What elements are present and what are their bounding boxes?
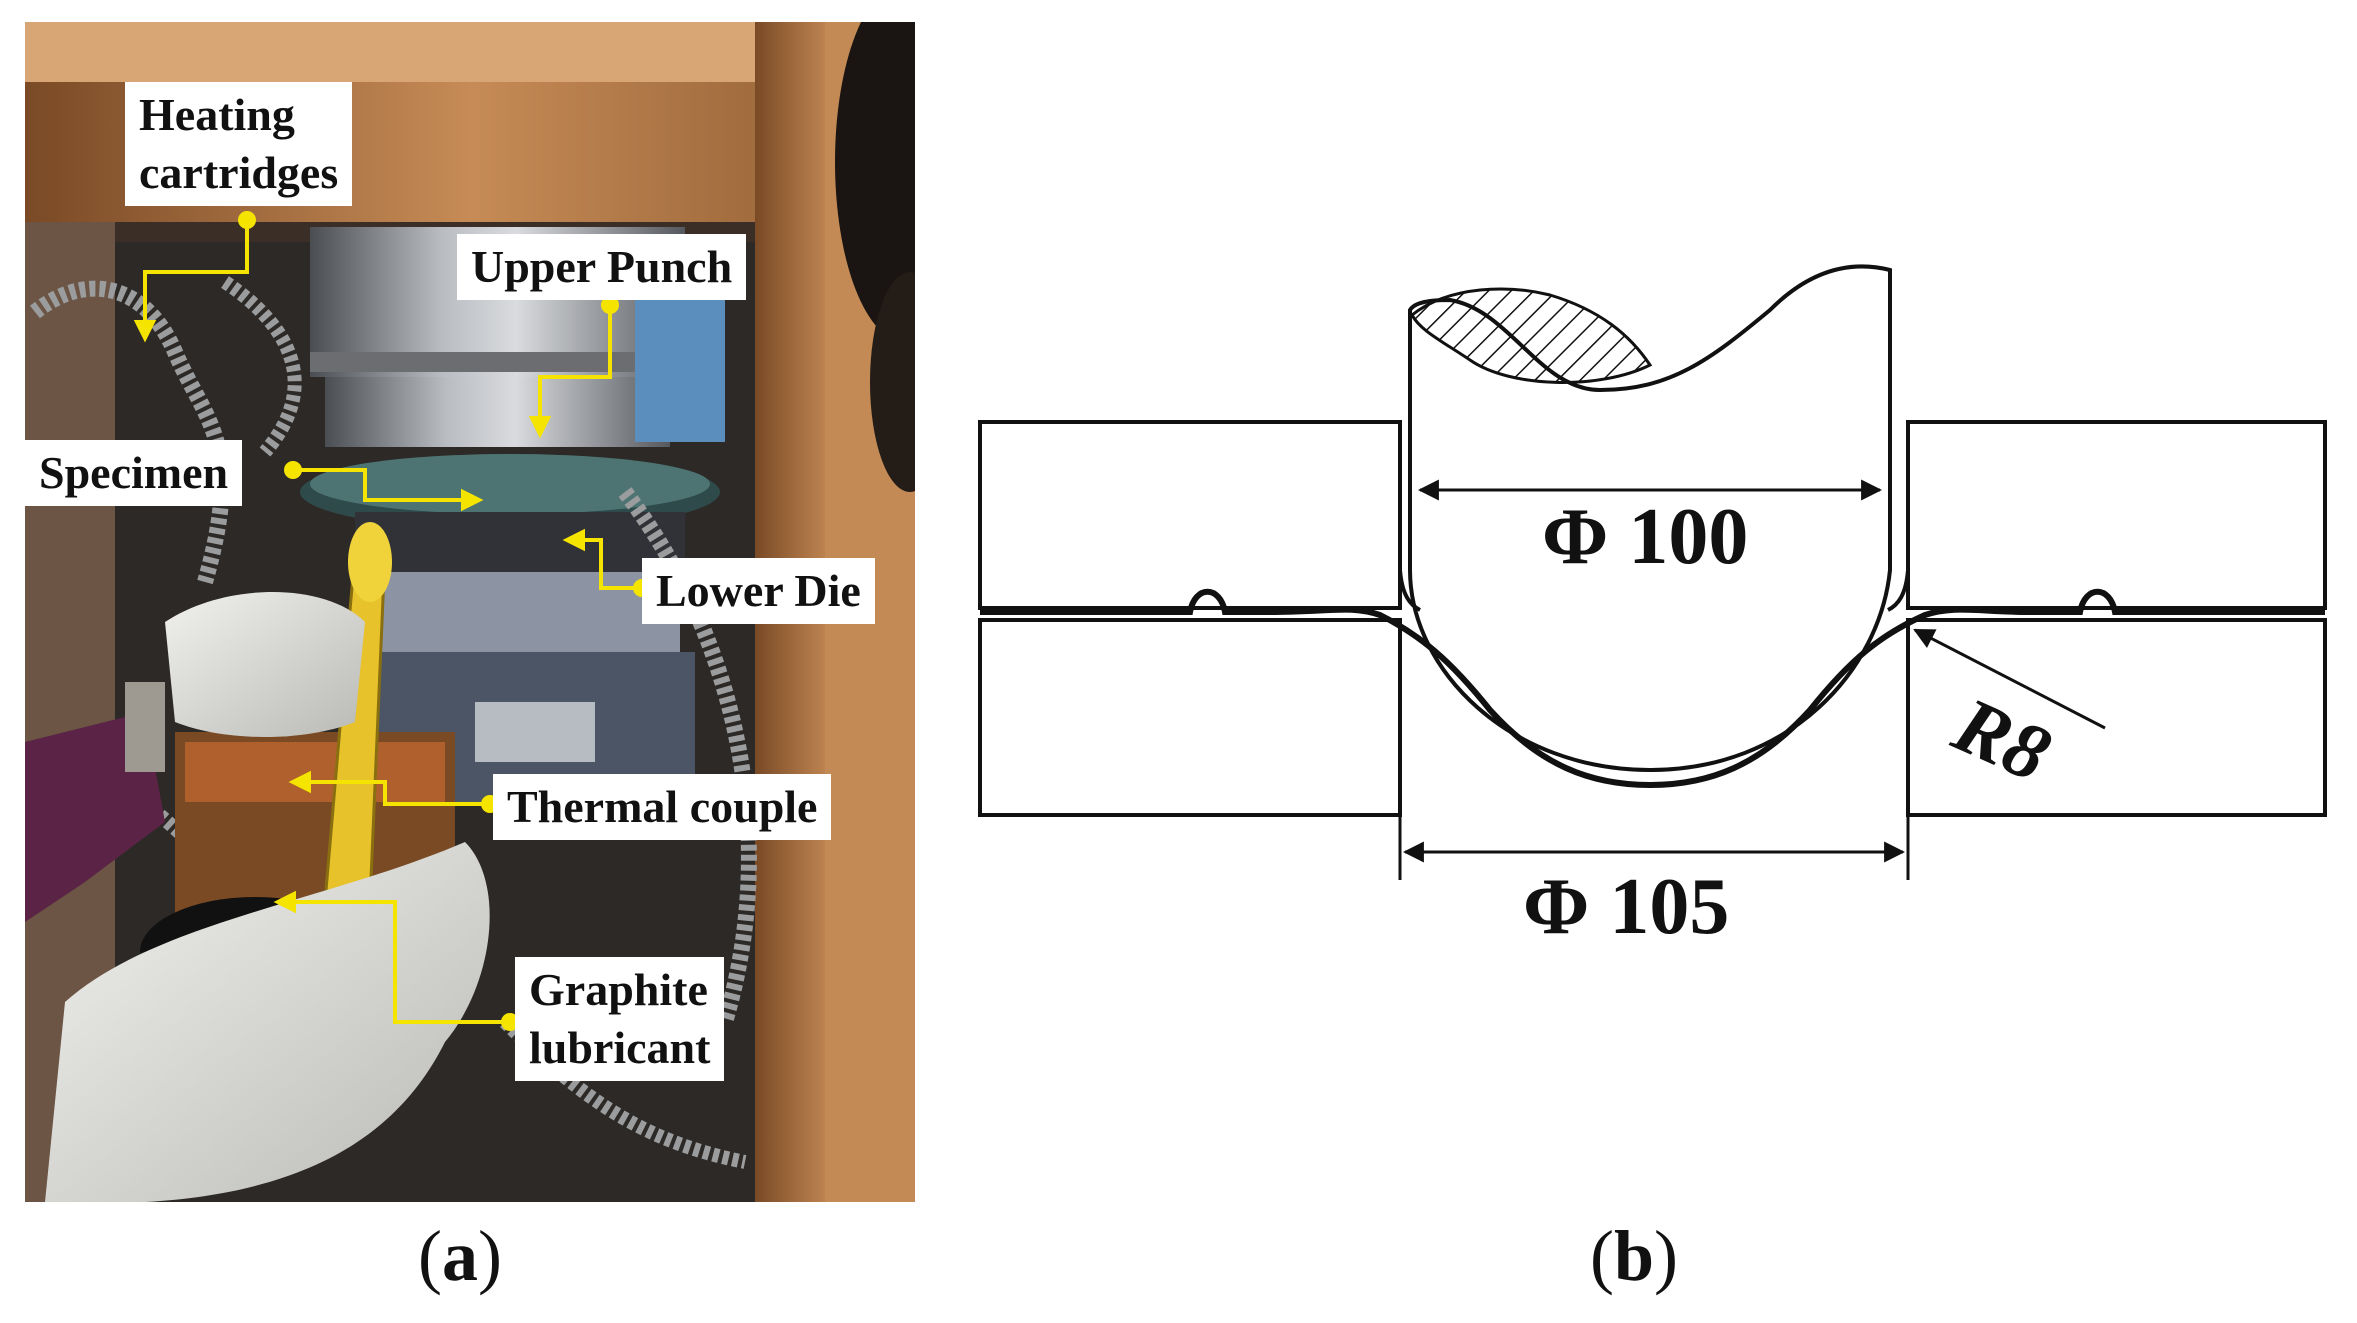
label-upper-punch: Upper Punch <box>457 234 747 300</box>
die-cross-section-svg <box>978 264 2327 880</box>
label-graphite-lubricant: Graphite lubricant <box>515 957 725 1081</box>
punch-section-hatch <box>1410 287 1653 384</box>
sheet-left <box>980 589 2325 789</box>
radius-leader <box>1913 628 2106 730</box>
caption-a: (a) <box>418 1216 502 1296</box>
dim-punch-diameter: Φ 100 <box>1542 493 1749 581</box>
caption-a-letter: a <box>441 1216 478 1296</box>
experiment-photo: Heating cartridges Upper Punch Specimen … <box>25 0 975 1202</box>
label-thermal-couple: Thermal couple <box>493 774 832 840</box>
dim-die-diameter: Φ 105 <box>1523 863 1730 951</box>
caption-b: (b) <box>1590 1216 1679 1296</box>
die-drawing: Φ 100 Φ 105 R8 <box>950 240 2350 1000</box>
lower-die-left <box>978 618 1402 817</box>
blank-holder-right <box>1906 420 2327 610</box>
caption-b-letter: b <box>1613 1216 1655 1296</box>
label-specimen: Specimen <box>25 440 243 506</box>
blank-holder-left <box>978 420 1402 610</box>
label-lower-die: Lower Die <box>642 558 875 624</box>
label-heating-cartridges: Heating cartridges <box>125 82 353 206</box>
lower-die-right <box>1906 618 2327 817</box>
